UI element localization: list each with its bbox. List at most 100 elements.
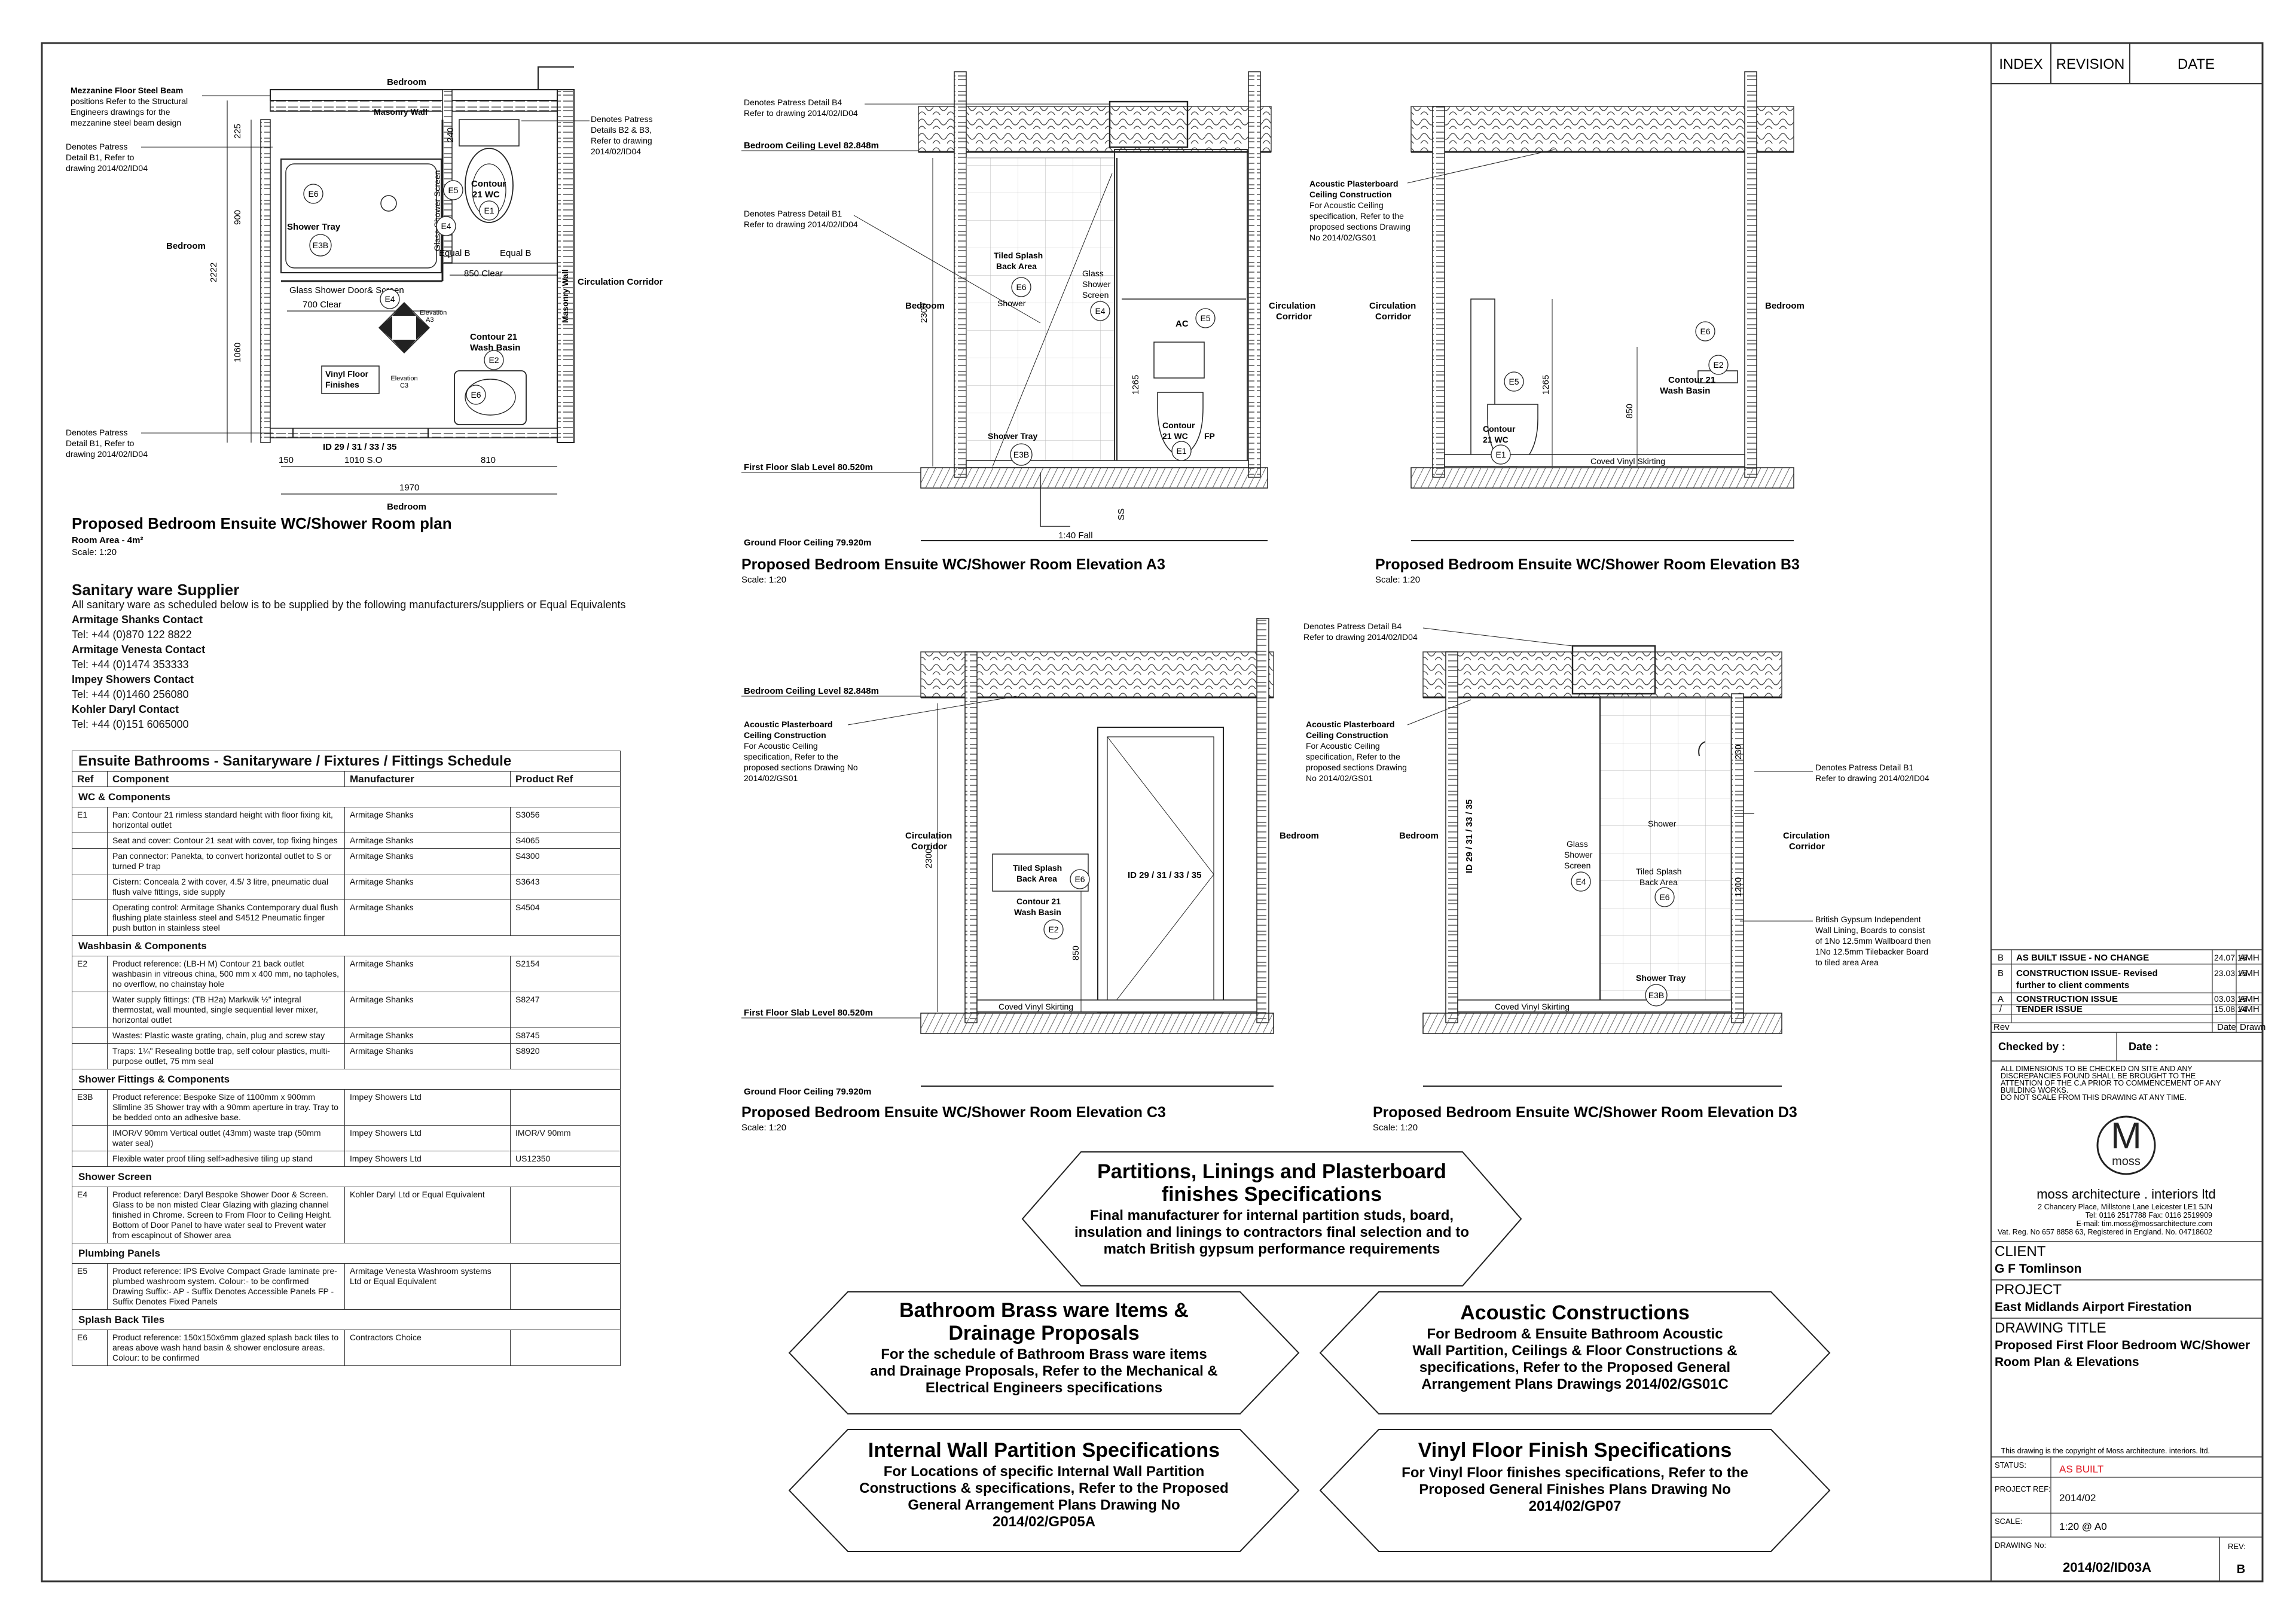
svg-text:No 2014/02/GS01: No 2014/02/GS01 <box>1306 773 1373 783</box>
schedule-component: Traps: 1¼" Resealing bottle trap, self c… <box>107 1043 345 1069</box>
schedule-ref: E5 <box>72 1263 108 1310</box>
svg-text:Tel: 0116 2517788 Fax: 0116 2: Tel: 0116 2517788 Fax: 0116 2519909 <box>2086 1211 2212 1219</box>
svg-text:E4: E4 <box>1576 877 1586 886</box>
plan-glass-screen-label: Glass Shower Screen <box>432 170 442 251</box>
rev-row-4-by: AMH <box>2239 1004 2259 1014</box>
schedule-manufacturer: Impey Showers Ltd <box>344 1151 511 1167</box>
plan-circulation: Circulation Corridor <box>578 277 663 287</box>
c3-splash-2: Back Area <box>1016 874 1057 883</box>
schedule-component: Product reference: (LB-H M) Contour 21 b… <box>107 956 345 992</box>
c3-splash-1: Tiled Splash <box>1013 863 1062 873</box>
project-ref-label: PROJECT REF: <box>1995 1484 2051 1493</box>
svg-text:1060: 1060 <box>233 343 243 362</box>
d3-skirting: Coved Vinyl Skirting <box>1495 1002 1570 1011</box>
svg-text:Internal Wall Partition Specif: Internal Wall Partition Specifications <box>868 1439 1220 1462</box>
project-label: PROJECT <box>1995 1282 2062 1298</box>
a3-annotations: Denotes Patress Detail B4 Refer to drawi… <box>744 97 1110 324</box>
supplier-contact-2: Armitage Venesta Contact <box>72 644 206 655</box>
svg-text:Electrical Engineers specifica: Electrical Engineers specifications <box>926 1380 1162 1396</box>
rev-footer-rev: Rev <box>1993 1022 2010 1032</box>
date-header: DATE <box>2178 56 2215 72</box>
svg-text:specification, Refer to the: specification, Refer to the <box>1309 211 1404 221</box>
svg-text:E6: E6 <box>308 189 318 199</box>
c3-title: Proposed Bedroom Ensuite WC/Shower Room … <box>741 1104 1166 1121</box>
spec-partitions: Partitions, Linings and Plasterboard fin… <box>1021 1151 1522 1286</box>
a3-title: Proposed Bedroom Ensuite WC/Shower Room … <box>741 556 1165 573</box>
svg-text:Proposed General Finishes Plan: Proposed General Finishes Plans Drawing … <box>1419 1481 1730 1498</box>
schedule-row: Cistern: Conceala 2 with cover, 4.5/ 3 l… <box>72 874 621 900</box>
schedule-component: Product reference: IPS Evolve Compact Gr… <box>107 1263 345 1310</box>
svg-text:240: 240 <box>445 127 456 142</box>
b3-wc-2: 21 WC <box>1483 435 1509 444</box>
disclaimer: ALL DIMENSIONS TO BE CHECKED ON SITE AND… <box>2001 1065 2221 1102</box>
plan-title: Proposed Bedroom Ensuite WC/Shower Room … <box>72 514 452 532</box>
svg-text:proposed sections Drawing No: proposed sections Drawing No <box>744 763 858 772</box>
schedule-product-ref: S3056 <box>510 807 621 833</box>
a3-fp: FP <box>1204 431 1215 441</box>
supplier-tel-4: Tel: +44 (0)151 6065000 <box>72 718 189 730</box>
rev-row-2-date: 23.03.15 <box>2214 968 2247 978</box>
d3-glass-2: Shower <box>1564 850 1593 859</box>
d3-tags: E4 E6 E3B <box>1571 871 1675 1007</box>
sanitaryware-schedule: Ensuite Bathrooms - Sanitaryware / Fixtu… <box>72 751 621 1366</box>
svg-text:Ceiling Construction: Ceiling Construction <box>1306 730 1388 740</box>
schedule-product-ref: S8920 <box>510 1043 621 1069</box>
schedule-ref: E4 <box>72 1187 108 1243</box>
b3-wc-1: Contour <box>1483 424 1516 434</box>
schedule-ref <box>72 833 108 849</box>
a3-wc-2: 21 WC <box>1162 431 1188 441</box>
schedule-manufacturer: Impey Showers Ltd <box>344 1089 511 1126</box>
svg-text:Arrangement Plans Drawings 201: Arrangement Plans Drawings 2014/02/GS01C <box>1421 1376 1729 1392</box>
schedule-manufacturer: Armitage Venesta Washroom systems Ltd or… <box>344 1263 511 1310</box>
elevation-d3: 230 1200 Denotes Patress Detail B4 Refer… <box>1303 621 1931 1133</box>
plan-door-screen-label: Glass Shower Door& Screen <box>289 285 404 295</box>
schedule-ref <box>72 1043 108 1069</box>
svg-text:1265: 1265 <box>1131 375 1141 395</box>
svg-text:850 Clear: 850 Clear <box>464 269 503 279</box>
schedule-column-header: Product Ref <box>510 771 621 787</box>
svg-text:A3: A3 <box>426 316 433 324</box>
svg-text:Equal B: Equal B <box>439 248 471 258</box>
c3-skirting: Coved Vinyl Skirting <box>999 1002 1073 1011</box>
schedule-manufacturer: Armitage Shanks <box>344 833 511 849</box>
svg-text:Vat. Reg. No 657 8858 63, Regi: Vat. Reg. No 657 8858 63, Registered in … <box>1998 1228 2212 1236</box>
schedule-section-title: Splash Back Tiles <box>72 1309 621 1330</box>
svg-text:700 Clear: 700 Clear <box>303 300 341 310</box>
schedule-product-ref: S8247 <box>510 992 621 1028</box>
schedule-product-ref: S4300 <box>510 848 621 874</box>
plan-vinyl-label-2: Finishes <box>325 380 359 389</box>
d3-splash-1: Tiled Splash <box>1636 867 1682 876</box>
schedule-row: Seat and cover: Contour 21 seat with cov… <box>72 833 621 849</box>
schedule-component: Product reference: 150x150x6mm glazed sp… <box>107 1330 345 1366</box>
d3-annotations: Denotes Patress Detail B4 Refer to drawi… <box>1303 621 1931 967</box>
plan-wc <box>459 119 520 223</box>
schedule-manufacturer: Armitage Shanks <box>344 956 511 992</box>
schedule-component: Product reference: Daryl Bespoke Shower … <box>107 1187 345 1243</box>
schedule-ref <box>72 900 108 936</box>
svg-text:to tiled area Area: to tiled area Area <box>1815 958 1879 967</box>
rev-row-2-desc-2: further to client comments <box>2016 980 2129 990</box>
schedule-component: Pan connector: Panekta, to convert horiz… <box>107 848 345 874</box>
firm-address: 2 Chancery Place, Millstone Lane Leicest… <box>1998 1203 2212 1236</box>
plan-bedroom-left: Bedroom <box>166 241 206 251</box>
svg-text:810: 810 <box>481 455 496 465</box>
checked-by-label: Checked by : <box>1998 1041 2065 1053</box>
svg-text:Partitions, Linings and Plaste: Partitions, Linings and Plasterboard <box>1097 1160 1446 1183</box>
rev-row-4-date: 15.08.14 <box>2214 1004 2247 1014</box>
plan-masonry-wall: Masonry Wall <box>374 107 428 117</box>
b3-basin-2: Wash Basin <box>1660 386 1710 396</box>
schedule-row: Pan connector: Panekta, to convert horiz… <box>72 848 621 874</box>
svg-text:Detail B1, Refer to: Detail B1, Refer to <box>66 153 135 162</box>
svg-text:E3B: E3B <box>313 240 328 250</box>
spec-acoustic: Acoustic Constructions For Bedroom & Ens… <box>1319 1291 1831 1414</box>
schedule-section-title: Shower Fittings & Components <box>72 1069 621 1090</box>
svg-text:positions Refer to the Structu: positions Refer to the Structural <box>71 96 188 106</box>
d3-shower: Shower <box>1648 819 1677 828</box>
plan-tags: E6 E5 E1 E4 E3B E4 E2 E6 <box>303 180 504 405</box>
schedule-component: Cistern: Conceala 2 with cover, 4.5/ 3 l… <box>107 874 345 900</box>
svg-text:E3B: E3B <box>1648 990 1664 1000</box>
svg-text:E1: E1 <box>484 206 494 215</box>
svg-text:E6: E6 <box>1700 327 1710 336</box>
supplier-heading: Sanitary ware Supplier <box>72 581 240 599</box>
